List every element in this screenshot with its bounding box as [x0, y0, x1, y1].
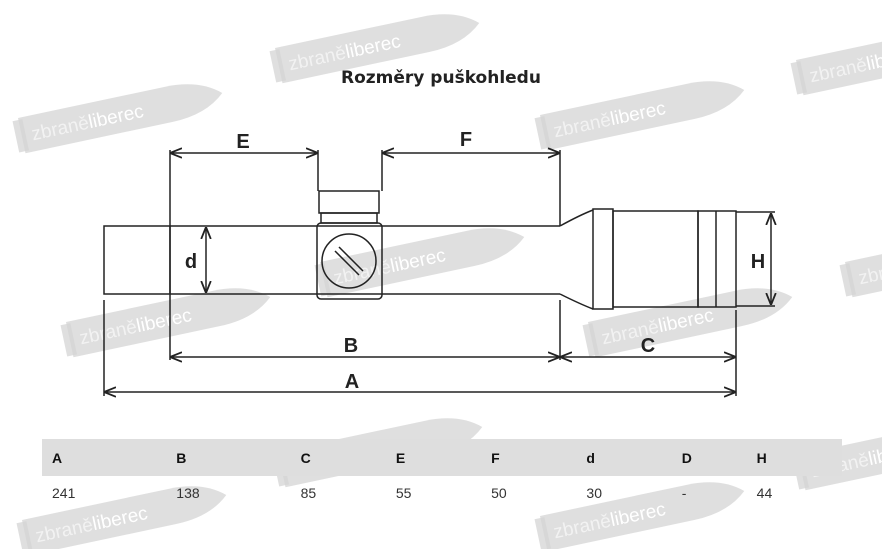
watermark: zbraněliberec: [16, 477, 231, 549]
table-cell: 55: [395, 485, 412, 501]
dim-label-d: d: [185, 251, 197, 273]
table-cell: 241: [52, 485, 76, 501]
watermark: zbraněliberec: [534, 473, 749, 549]
table-header-cell: E: [385, 439, 482, 476]
dim-label-A: A: [345, 371, 359, 393]
watermark: zbraněliberec: [839, 219, 882, 299]
watermark: zbraněliberec: [534, 72, 749, 152]
scope-turret-stem: [320, 212, 378, 224]
table-cell: 85: [300, 485, 317, 501]
table-cell: 30: [586, 485, 602, 501]
table-cell: -: [681, 485, 687, 501]
table-cell: 44: [756, 485, 773, 501]
watermark: zbraněliberec: [269, 5, 484, 85]
table-header-cell: F: [481, 439, 577, 476]
scope-turret-cap: [318, 190, 380, 214]
table-cell: 50: [491, 485, 507, 501]
dim-label-C: C: [641, 335, 655, 357]
table-header-cell: B: [166, 439, 291, 476]
watermark: zbraněliberec: [60, 279, 275, 359]
watermark: zbraněliberec: [12, 75, 227, 155]
table-header-cell: D: [671, 439, 747, 476]
watermark: zbraněliberec: [582, 279, 797, 359]
dimensions-table: A B C E F d D H 241 138 85 55 50 30 - 44: [42, 439, 842, 510]
table-header-row: A B C E F d D H: [42, 439, 842, 476]
table-header-cell: C: [290, 439, 386, 476]
scope-windage-knob: [321, 233, 377, 289]
table-header-cell: H: [746, 439, 842, 476]
scope-ocular-ring: [592, 208, 614, 310]
scope-dimension-diagram: E F d H B C A: [103, 129, 882, 430]
dim-label-H: H: [751, 251, 765, 273]
table-header-cell: A: [42, 439, 167, 476]
scope-knob-slot: [334, 246, 364, 276]
watermark: zbraněliberec: [790, 17, 882, 97]
scope-ocular-body: [612, 210, 699, 308]
table-header-cell: d: [576, 439, 672, 476]
scope-front-cap: [103, 225, 171, 295]
table-row: 241 138 85 55 50 30 - 44: [42, 476, 842, 510]
dim-label-F: F: [460, 129, 472, 151]
scope-main-tube: [170, 225, 560, 295]
page-title: Rozměry puškohledu: [341, 68, 541, 88]
dim-label-E: E: [236, 131, 249, 153]
dim-label-B: B: [344, 335, 358, 357]
scope-ocular-cone: [559, 209, 594, 310]
table-cell: 138: [176, 485, 200, 501]
extension-lines: [103, 150, 775, 396]
scope-turret-housing: [316, 222, 383, 300]
scope-eyepiece: [697, 210, 737, 308]
